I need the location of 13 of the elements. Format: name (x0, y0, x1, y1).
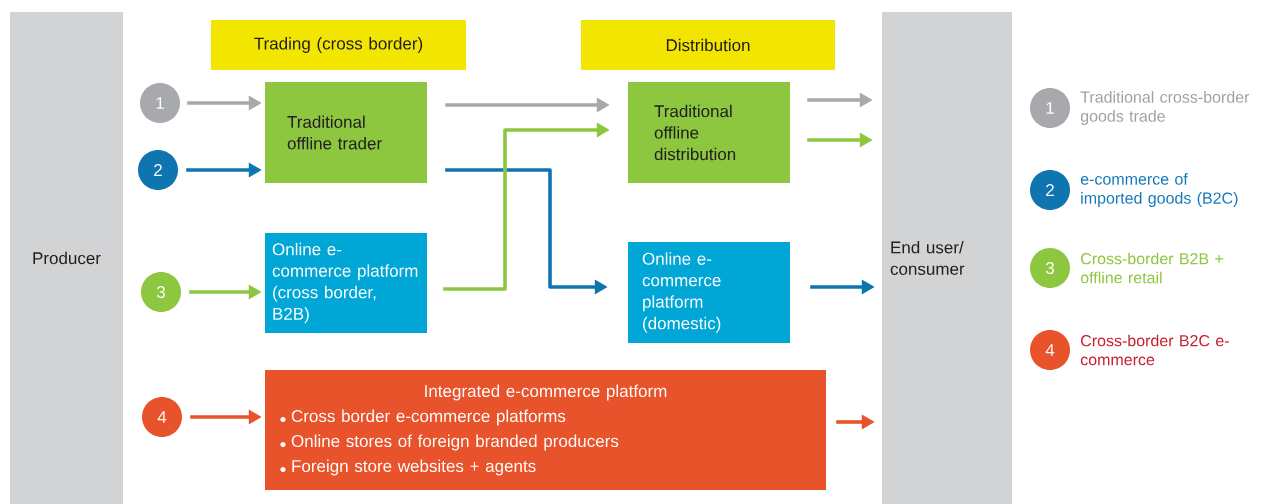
band: End user/ consumer (882, 12, 1012, 504)
legend-text: e-commerce of imported goods (B2C) (1080, 173, 1238, 207)
heading-box: Trading (cross border) (211, 20, 466, 70)
legend-text: Cross-border B2C e-commerce (1080, 334, 1229, 366)
legend-text: Cross-border B2B + offline retail (1080, 252, 1223, 284)
process-box: Online e-commerce platform (domestic) (628, 242, 790, 343)
band: Producer (10, 12, 123, 504)
process-box: Online e-commerce platform (cross border, B2B) (265, 233, 427, 333)
process-box: Traditional offline distribution (628, 82, 790, 183)
legend-text: Traditional cross-border goods trade (1080, 91, 1250, 125)
process-box: Integrated e-commerce platform Cross border e-commerce platforms Online stores of foreign branded producers Foreign store websites + agents (265, 370, 826, 490)
process-box: Traditional offline trader (265, 82, 427, 183)
heading-box: Distribution (581, 20, 835, 70)
